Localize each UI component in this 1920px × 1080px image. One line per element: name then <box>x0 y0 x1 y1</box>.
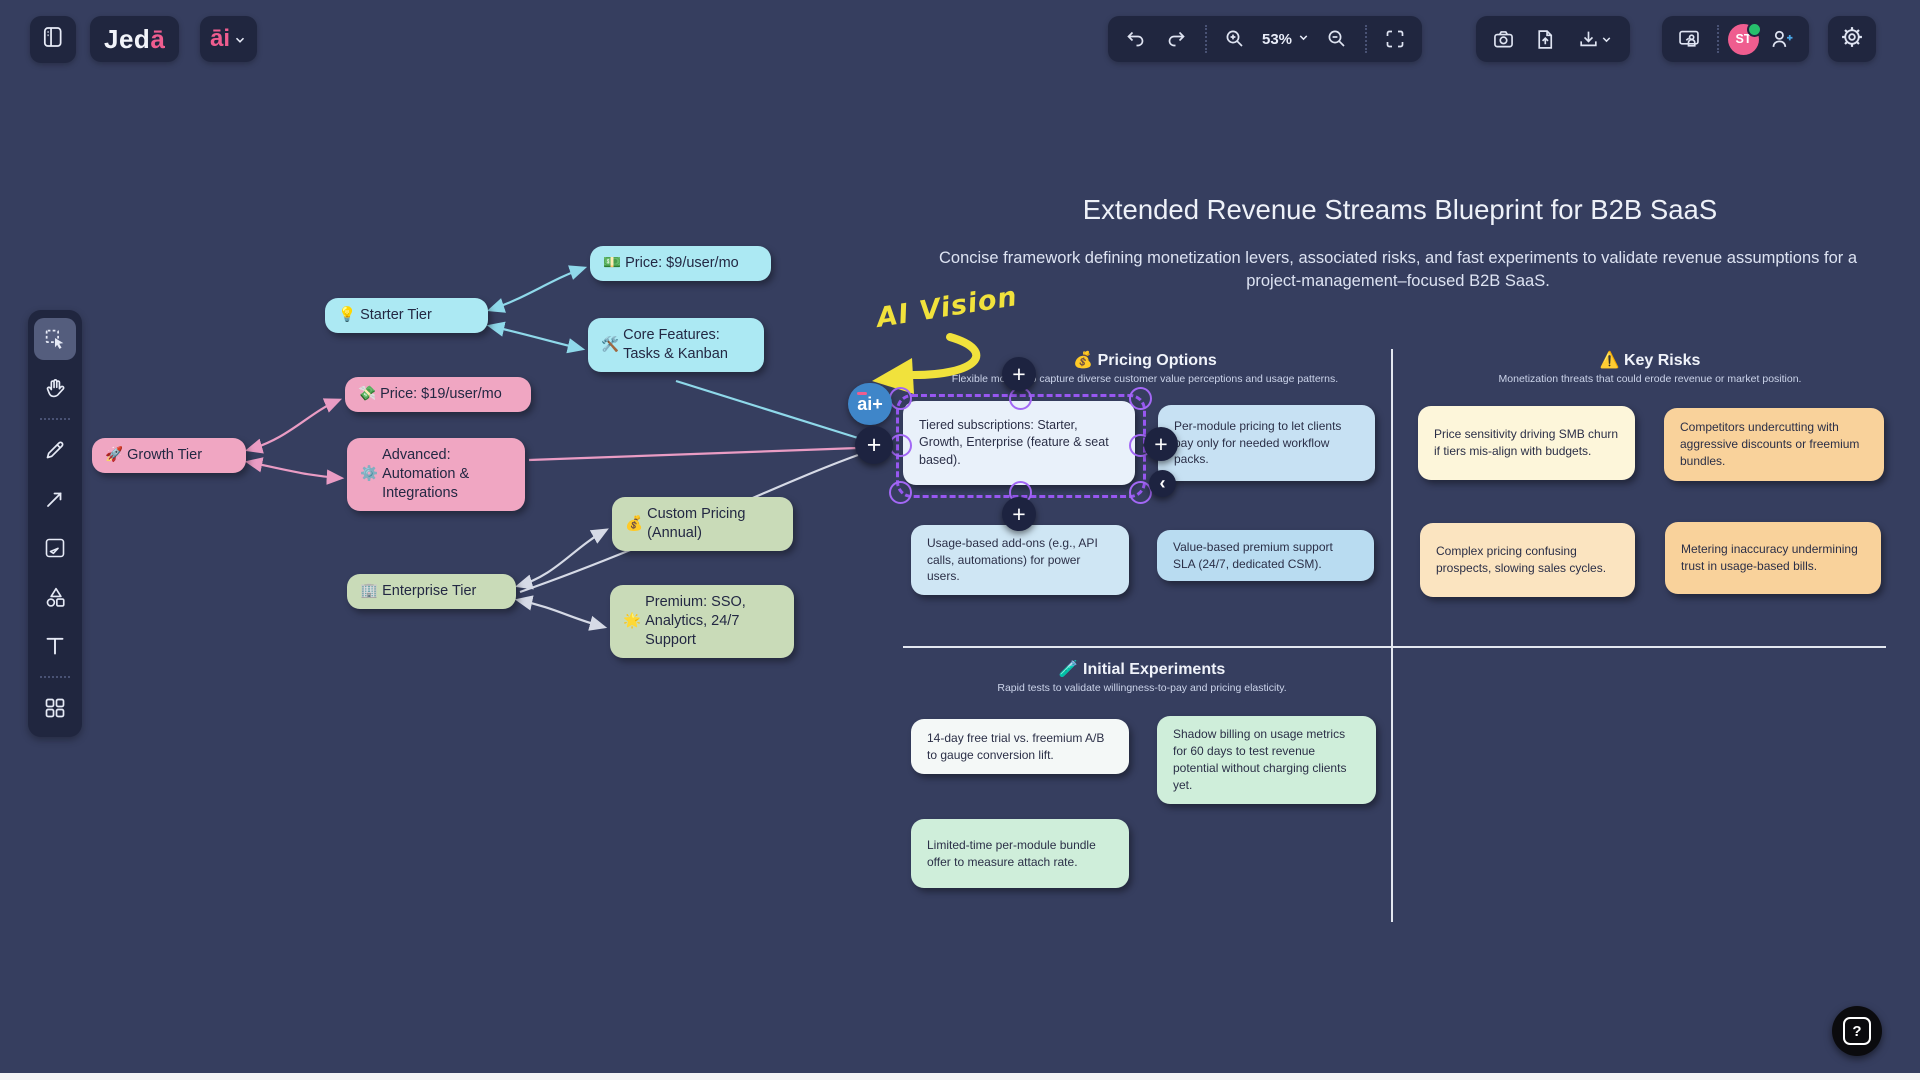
screenshot-camera-button[interactable] <box>1484 20 1522 58</box>
experiment-card-free-trial[interactable]: 14-day free trial vs. freemium A/B to ga… <box>911 719 1129 774</box>
ai-menu-button[interactable]: āi <box>200 16 258 62</box>
risk-card-price-sensitivity[interactable]: Price sensitivity driving SMB churn if t… <box>1418 406 1635 480</box>
question-icon: ? <box>1843 1017 1871 1045</box>
mindmap-node-price19[interactable]: 💸 Price: $19/user/mo <box>345 377 531 413</box>
divider <box>1717 25 1719 53</box>
mindmap-node-advanced[interactable]: ⚙️ Advanced: Automation & Integrations <box>347 438 525 512</box>
test-tube-icon: 🧪 <box>1058 661 1079 678</box>
mindmap-node-custom-pricing[interactable]: 💰 Custom Pricing (Annual) <box>612 497 793 552</box>
help-button[interactable]: ? <box>1832 1006 1882 1056</box>
mindmap-node-core-features[interactable]: 🛠️ Core Features: Tasks & Kanban <box>588 318 764 373</box>
divider <box>40 418 70 420</box>
download-button[interactable] <box>1568 20 1622 58</box>
bottom-edge <box>0 1073 1920 1080</box>
quadrant-divider-vertical <box>1391 349 1393 922</box>
chevron-left-icon: ‹ <box>1159 473 1166 493</box>
fit-screen-button[interactable] <box>1376 20 1414 58</box>
mindmap-node-starter[interactable]: 💡 Starter Tier <box>325 298 488 334</box>
node-icon: 💵 <box>603 255 622 271</box>
divider <box>1365 25 1368 53</box>
avatar[interactable]: ST <box>1728 21 1762 55</box>
money-bag-icon: 💰 <box>1073 352 1094 369</box>
node-icon: 💸 <box>358 386 377 402</box>
experiment-card-limited-offer[interactable]: Limited-time per-module bundle offer to … <box>911 819 1129 888</box>
ai-vision-arrow <box>872 333 981 394</box>
logo-text: Jed <box>104 23 151 54</box>
history-zoom-toolbar: 53% <box>1108 16 1423 62</box>
sidebar-toggle-button[interactable] <box>30 16 76 63</box>
node-icon: 💰 <box>625 515 644 532</box>
select-tool[interactable] <box>34 318 76 360</box>
mindmap-node-premium[interactable]: 🌟 Premium: SSO, Analytics, 24/7 Support <box>610 585 794 659</box>
import-file-button[interactable] <box>1526 20 1564 58</box>
online-status-dot <box>1747 21 1762 37</box>
risk-card-metering[interactable]: Metering inaccuracy undermining trust in… <box>1665 522 1881 594</box>
risk-card-complex-pricing[interactable]: Complex pricing confusing prospects, slo… <box>1420 523 1635 597</box>
divider <box>40 676 70 678</box>
add-node-right-button[interactable]: + <box>1144 427 1178 461</box>
chevron-down-icon <box>1602 36 1611 42</box>
connector-arrow-tool[interactable] <box>34 478 76 520</box>
blueprint-title[interactable]: Extended Revenue Streams Blueprint for B… <box>1082 194 1718 225</box>
ai-plus-button[interactable]: ai+ <box>848 383 892 425</box>
quadrant-divider-horizontal <box>903 646 1886 648</box>
pricing-section-header[interactable]: 💰 Pricing Options <box>1073 352 1217 369</box>
mindmap-node-enterprise[interactable]: 🏢 Enterprise Tier <box>347 574 516 610</box>
templates-tool[interactable] <box>34 687 76 729</box>
gear-icon <box>1840 25 1864 54</box>
selection-handle-ne[interactable] <box>1129 387 1152 410</box>
text-tool[interactable] <box>34 625 76 667</box>
chevron-down-icon <box>233 26 247 54</box>
add-node-bottom-button[interactable]: + <box>1002 497 1036 531</box>
selection-handle-sw[interactable] <box>889 481 912 504</box>
experiments-section-subtitle: Rapid tests to validate willingness-to-p… <box>997 682 1287 694</box>
risks-section-subtitle: Monetization threats that could erode re… <box>1498 373 1802 385</box>
zoom-level-dropdown[interactable]: 53% <box>1258 31 1314 48</box>
pricing-card-premium-support[interactable]: Value-based premium support SLA (24/7, d… <box>1157 530 1374 581</box>
warning-icon: ⚠️ <box>1599 352 1620 369</box>
collab-toolbar: ST <box>1662 16 1809 62</box>
settings-button[interactable] <box>1828 16 1876 62</box>
experiments-section-header[interactable]: 🧪 Initial Experiments <box>1058 661 1226 678</box>
risk-card-competitors[interactable]: Competitors undercutting with aggressive… <box>1664 408 1884 481</box>
pricing-card-per-module[interactable]: Per-module pricing to let clients pay on… <box>1158 405 1375 481</box>
zoom-in-button[interactable] <box>1216 20 1254 58</box>
invite-user-button[interactable] <box>1763 20 1801 58</box>
add-node-top-button[interactable]: + <box>1002 357 1036 391</box>
media-tool[interactable] <box>34 527 76 569</box>
node-icon: 🛠️ <box>601 336 620 353</box>
pricing-card-tiered[interactable]: Tiered subscriptions: Starter, Growth, E… <box>903 401 1135 485</box>
undo-button[interactable] <box>1116 20 1154 58</box>
divider <box>1205 25 1207 53</box>
risks-section-header[interactable]: ⚠️ Key Risks <box>1599 352 1701 369</box>
selection-handle-se[interactable] <box>1129 481 1152 504</box>
node-icon: 🚀 <box>105 447 124 463</box>
zoom-out-button[interactable] <box>1318 20 1356 58</box>
node-icon: 🌟 <box>623 613 642 630</box>
mindmap-node-price9[interactable]: 💵 Price: $9/user/mo <box>590 246 771 282</box>
blueprint-subtitle[interactable]: Concise framework defining monetization … <box>938 249 1858 290</box>
hub-plus-button[interactable]: + <box>855 426 893 464</box>
ai-macron <box>857 392 867 395</box>
redo-button[interactable] <box>1158 20 1196 58</box>
node-icon: 🏢 <box>360 583 379 599</box>
selection-handle-nw[interactable] <box>889 387 912 410</box>
hand-tool[interactable] <box>34 367 76 409</box>
pen-tool[interactable] <box>34 429 76 471</box>
chevron-down-icon <box>1297 31 1310 48</box>
experiment-card-shadow-billing[interactable]: Shadow billing on usage metrics for 60 d… <box>1157 716 1376 804</box>
collapse-left-button[interactable]: ‹ <box>1149 470 1176 497</box>
shapes-tool[interactable] <box>34 576 76 618</box>
pricing-section-subtitle: Flexible models to capture diverse custo… <box>951 373 1339 385</box>
node-icon: ⚙️ <box>360 466 379 483</box>
sidebar-panel-icon <box>41 25 65 54</box>
pricing-card-usage-addons[interactable]: Usage-based add-ons (e.g., API calls, au… <box>911 525 1129 595</box>
present-button[interactable] <box>1670 20 1708 58</box>
tool-rail <box>28 310 82 737</box>
capture-export-toolbar <box>1476 16 1630 62</box>
mindmap-node-growth[interactable]: 🚀 Growth Tier <box>92 438 246 474</box>
node-icon: 💡 <box>338 307 357 323</box>
